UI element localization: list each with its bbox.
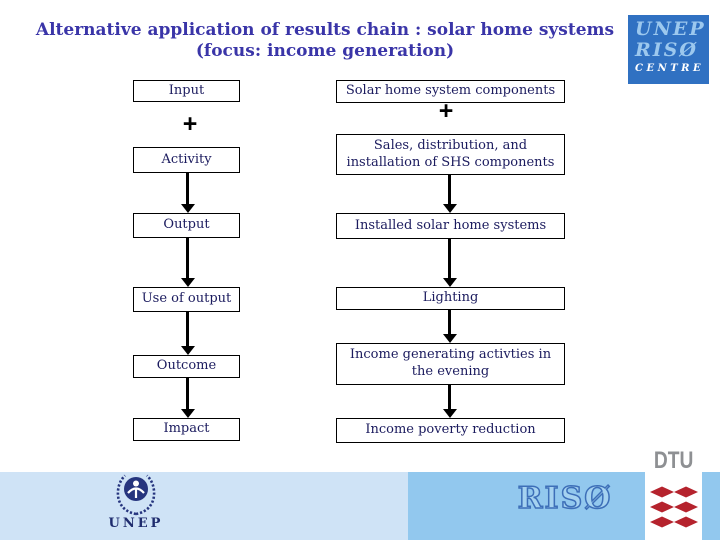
box-outcome: Outcome (133, 355, 240, 378)
arrow-shaft (185, 238, 190, 278)
unep-riso-centre-logo: UNEP RISØ CENTRE (628, 15, 709, 84)
arrow-shaft (185, 378, 190, 409)
box-income-activities: Income generating activties in the eveni… (336, 343, 565, 385)
arrow-income-to-poverty (442, 385, 457, 418)
arrow-head-icon (442, 278, 457, 287)
arrow-lighting-to-income (442, 310, 457, 343)
unep-footer-label: UNEP (108, 516, 164, 531)
box-sales-distribution: Sales, distribution, and installation of… (336, 134, 565, 175)
page-title: Alternative application of results chain… (0, 20, 650, 62)
box-income-poverty: Income poverty reduction (336, 418, 565, 443)
box-output: Output (133, 213, 240, 238)
plus-sign-right: + (438, 97, 454, 125)
plus-sign-left: + (182, 110, 198, 138)
dtu-label: DTU (653, 447, 694, 474)
unep-emblem-icon (116, 474, 156, 516)
arrow-shaft (447, 310, 452, 334)
arrow-shaft (185, 173, 190, 204)
arrow-outcome-to-impact (180, 378, 195, 418)
box-impact: Impact (133, 418, 240, 441)
dtu-ribbon-icon (649, 501, 698, 513)
arrow-use-to-outcome (180, 312, 195, 355)
dtu-red-ribbons-icon (649, 486, 698, 528)
title-line-2: (focus: income generation) (195, 41, 455, 61)
riso-wordmark: RISØ (517, 480, 613, 517)
arrow-head-icon (442, 334, 457, 343)
arrow-shaft (447, 175, 452, 204)
footer-band-light (0, 472, 408, 540)
dtu-logo: DTU (645, 446, 702, 540)
box-use-of-output: Use of output (133, 287, 240, 312)
dtu-ribbon-icon (649, 486, 698, 498)
box-activity: Activity (133, 147, 240, 173)
arrow-shaft (185, 312, 190, 346)
arrow-activity-to-output (180, 173, 195, 213)
arrow-sales-to-installed (442, 175, 457, 213)
arrow-head-icon (180, 409, 195, 418)
arrow-output-to-use (180, 238, 195, 287)
unep-riso-logo-line1: UNEP (635, 18, 706, 40)
arrow-head-icon (180, 346, 195, 355)
arrow-installed-to-lighting (442, 239, 457, 287)
arrow-head-icon (180, 204, 195, 213)
arrow-shaft (447, 239, 452, 278)
box-installed-systems: Installed solar home systems (336, 213, 565, 239)
arrow-head-icon (442, 409, 457, 418)
title-line-1: Alternative application of results chain… (35, 20, 615, 40)
unep-riso-logo-line3: CENTRE (635, 63, 705, 74)
box-input: Input (133, 80, 240, 102)
box-lighting: Lighting (336, 287, 565, 310)
arrow-shaft (447, 385, 452, 409)
box-shs-components: Solar home system components (336, 80, 565, 103)
unep-riso-logo-line2: RISØ (635, 39, 698, 61)
dtu-ribbon-icon (649, 516, 698, 528)
arrow-head-icon (180, 278, 195, 287)
arrow-head-icon (442, 204, 457, 213)
